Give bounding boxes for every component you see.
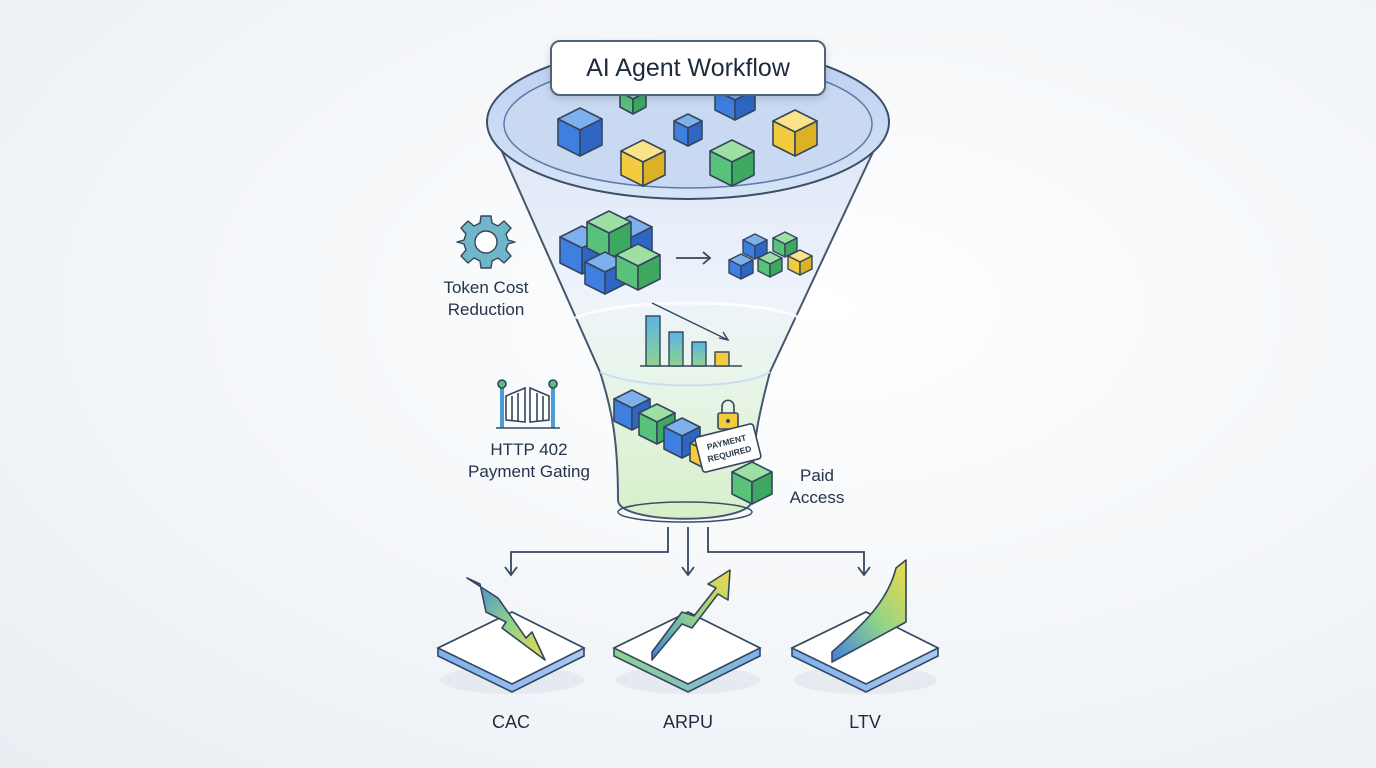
large-cube-cluster xyxy=(559,210,661,295)
cube-green xyxy=(709,139,755,187)
token-cost-line-2: Reduction xyxy=(447,300,525,319)
gear-icon xyxy=(456,215,516,269)
cube-blue xyxy=(673,113,703,147)
trend-up-arrow xyxy=(651,569,731,661)
payment-gating-line-1: HTTP 402 xyxy=(490,440,568,459)
metric-label-arpu: ARPU xyxy=(662,712,713,732)
declining-bars xyxy=(640,302,742,367)
branch-connectors xyxy=(504,527,871,577)
paid-access-line-2: Access xyxy=(789,488,845,507)
cac-plate xyxy=(436,577,586,694)
token-cost-line-1: Token Cost xyxy=(443,278,529,297)
metric-label-ltv: LTV xyxy=(849,712,881,732)
growth-curve xyxy=(831,559,907,663)
arpu-plate xyxy=(612,569,762,694)
page-title: AI Agent Workflow xyxy=(550,40,826,96)
paid-access-label: Paid Access xyxy=(772,465,862,509)
gate-icon xyxy=(496,379,560,429)
paid-access-line-1: Paid xyxy=(799,466,835,485)
cube-blue xyxy=(557,107,603,157)
trend-down-arrow xyxy=(466,577,546,661)
gated-cube-row xyxy=(613,389,773,505)
payment-gating-label: HTTP 402 Payment Gating xyxy=(452,439,606,483)
small-cube-cluster xyxy=(728,231,813,280)
cube-yellow xyxy=(772,109,818,157)
top-cubes xyxy=(557,79,818,187)
cube-yellow xyxy=(620,139,666,187)
ltv-plate xyxy=(790,559,940,694)
lock-icon xyxy=(717,399,739,430)
payment-gating-line-2: Payment Gating xyxy=(468,462,590,481)
compression-arrow xyxy=(676,251,712,265)
metric-label-cac: CAC xyxy=(491,712,530,732)
payment-required-tag: PAYMENT REQUIRED xyxy=(694,399,762,473)
token-cost-label: Token Cost Reduction xyxy=(426,277,546,321)
